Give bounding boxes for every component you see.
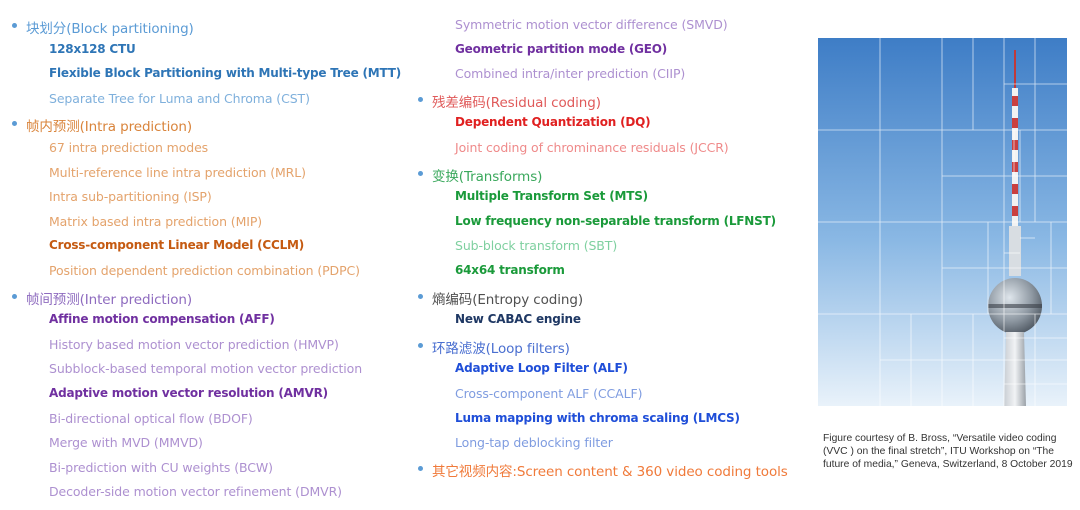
tower-shaft [1004,332,1026,406]
bullet-dot [12,23,17,28]
upper-shaft [1009,226,1021,276]
list-item: Dependent Quantization (DQ) [455,115,651,130]
list-item: Adaptive motion vector resolution (AMVR) [49,386,328,400]
partition-grid [818,38,1067,406]
list-item: Separate Tree for Luma and Chroma (CST) [49,90,310,106]
list-item: Decoder-side motion vector refinement (D… [49,484,342,500]
list-item: Flexible Block Partitioning with Multi-t… [49,66,402,81]
bullet-dot [418,96,423,102]
list-item: Symmetric motion vector difference (SMVD… [455,17,728,32]
list-item: Matrix based intra prediction (MIP) [49,213,263,229]
section-heading: 块划分(Block partitioning) [26,21,194,37]
tv-tower-image [818,38,1067,406]
bullet-dot [418,465,423,471]
list-item: Joint coding of chrominance residuals (J… [455,140,729,155]
list-item: New CABAC engine [455,312,581,327]
bullet-dot [12,293,17,299]
section-heading: 变换(Transforms) [432,168,543,185]
section-heading: 熵编码(Entropy coding) [432,291,584,308]
list-item: Sub-block transform (SBT) [455,238,618,254]
list-item: Luma mapping with chroma scaling (LMCS) [455,410,740,425]
list-item: Long-tap deblocking filter [455,435,613,451]
bullet-dot [12,121,17,127]
list-item: Bi-prediction with CU weights (BCW) [49,459,273,475]
list-item: Multi-reference line intra prediction (M… [49,164,306,180]
list-item: Geometric partition mode (GEO) [455,41,668,56]
list-item: Cross-component ALF (CCALF) [455,386,643,401]
list-item: Combined intra/inter prediction (CIIP) [455,66,686,82]
bullet-dot [418,293,423,299]
list-item: Adaptive Loop Filter (ALF) [455,361,628,376]
list-item: History based motion vector prediction (… [49,336,339,352]
list-item: Low frequency non-separable transform (L… [455,213,776,228]
list-item: Intra sub-partitioning (ISP) [49,189,212,205]
bullet-dot [418,170,423,176]
antenna-top [1014,50,1016,90]
section-heading: 残差编码(Residual coding) [432,94,601,111]
section-heading: 环路滤波(Loop filters) [432,340,570,357]
section-heading: 帧间预测(Inter prediction) [26,291,193,308]
bullet-dot [418,342,423,348]
figure-caption: Figure courtesy of B. Bross, “Versatile … [823,433,1073,470]
antenna-stripes [1012,88,1018,228]
list-item: Bi-directional optical flow (BDOF) [49,410,253,426]
list-item: Position dependent prediction combinatio… [49,263,360,278]
list-item: Multiple Transform Set (MTS) [455,189,648,204]
list-item: 67 intra prediction modes [49,140,209,155]
tv-tower-svg [818,38,1067,406]
list-item: Cross-component Linear Model (CCLM) [49,238,305,253]
list-item: Subblock-based temporal motion vector pr… [49,361,363,377]
list-item: 128x128 CTU [49,41,136,56]
list-item: 64x64 transform [455,263,565,277]
section-heading: 帧内预测(Intra prediction) [26,119,193,136]
list-item: Affine motion compensation (AFF) [49,312,275,327]
list-item: Merge with MVD (MMVD) [49,435,203,451]
section-heading: 其它视频内容:Screen content & 360 video coding… [432,463,788,480]
